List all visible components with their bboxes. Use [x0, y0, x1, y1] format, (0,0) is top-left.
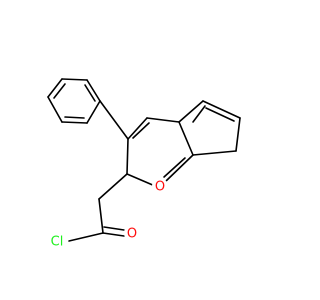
- bond: [102, 232, 125, 237]
- atom-label-carbonyl-oxygen: O: [124, 225, 140, 242]
- bond: [86, 100, 101, 124]
- bond: [68, 232, 104, 242]
- bond: [202, 100, 241, 119]
- bond: [192, 150, 237, 156]
- bond: [98, 173, 128, 200]
- bond: [146, 117, 180, 123]
- bond: [178, 100, 204, 123]
- acyl-chloride-chain: [68, 173, 128, 242]
- bond: [235, 117, 241, 152]
- atom-label-ring-oxygen: O: [152, 178, 168, 195]
- bond: [126, 138, 129, 175]
- bond: [86, 79, 101, 102]
- atom-label-chlorine: Cl: [47, 231, 67, 251]
- bond: [47, 78, 63, 98]
- bond: [84, 84, 96, 102]
- bond: [99, 100, 129, 140]
- bond: [61, 121, 88, 124]
- bond: [163, 157, 186, 178]
- atom-label-o: O: [127, 227, 137, 242]
- bond: [205, 107, 235, 122]
- bond: [178, 121, 194, 156]
- bond: [192, 105, 206, 123]
- pyran-ring: [126, 117, 194, 187]
- structure-diagram: O O Cl: [47, 78, 241, 251]
- bond: [127, 117, 148, 140]
- bond: [47, 96, 63, 123]
- cyclopenta-ring: [178, 100, 241, 156]
- bond: [132, 122, 150, 139]
- bond: [61, 78, 88, 81]
- atom-label-cl: Cl: [51, 235, 64, 250]
- phenyl-ring: [47, 78, 101, 124]
- molecule-canvas: O O Cl: [47, 78, 241, 251]
- atom-label-o: O: [155, 180, 165, 195]
- bond: [126, 173, 156, 187]
- bond: [98, 198, 104, 234]
- bond: [103, 226, 125, 231]
- bond: [165, 154, 194, 182]
- bond: [53, 83, 66, 99]
- bond: [64, 116, 85, 119]
